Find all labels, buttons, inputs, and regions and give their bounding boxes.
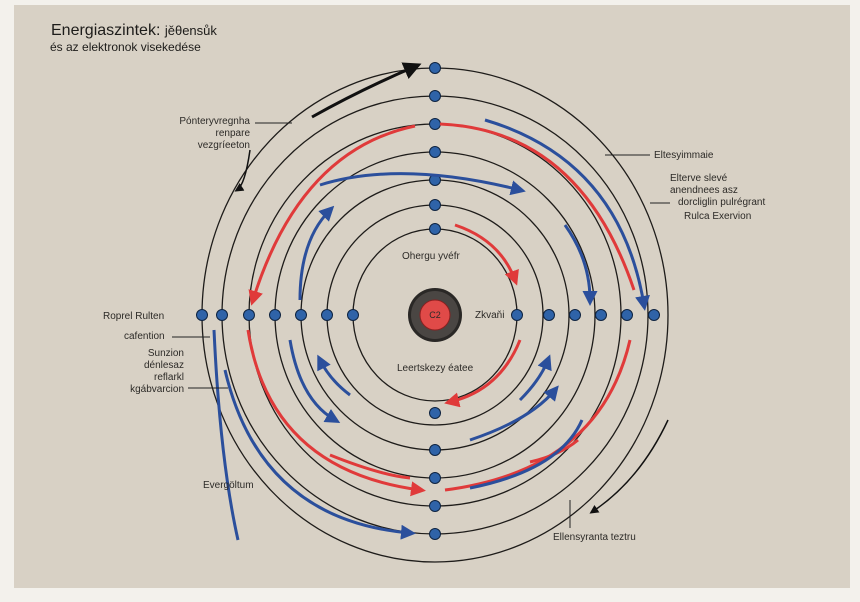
electron-dot — [569, 309, 581, 321]
electron-dot — [429, 528, 441, 540]
label-left-1: Roprel Rulten — [103, 311, 165, 322]
arrow-blue-10 — [317, 354, 351, 397]
electron-dot — [429, 223, 441, 235]
electron-dot — [648, 309, 660, 321]
electron-dot — [511, 309, 523, 321]
arrow-blue-1 — [484, 118, 650, 311]
electron-dot — [429, 62, 441, 74]
electron-dot — [295, 309, 307, 321]
title: Energiaszintek: jěθensůk — [51, 22, 217, 39]
label-inner-top: Ohergu yvéfr — [402, 251, 460, 262]
electron-dot — [429, 90, 441, 102]
label-inner-bottom: Leertskezy éatee — [397, 363, 474, 374]
electron-dot — [595, 309, 607, 321]
arrow-blue-11 — [518, 354, 552, 402]
arrow-blue-7 — [563, 224, 598, 306]
arrow-black-left — [234, 149, 251, 192]
electron-dot — [429, 500, 441, 512]
arrow-blue-4 — [212, 329, 240, 541]
arrow-red-1 — [248, 124, 416, 306]
arrow-red-8 — [529, 438, 579, 464]
arrow-red-3 — [246, 329, 426, 497]
arrow-red-5 — [454, 223, 519, 286]
electron-dot — [269, 309, 281, 321]
electron-dot — [216, 309, 228, 321]
arrow-blue-8 — [288, 339, 341, 423]
electron-dot — [621, 309, 633, 321]
arrow-black-right — [589, 419, 669, 514]
label-bottom-right: Ellensyranta teztru — [553, 532, 636, 543]
label-left-2: cafention — [124, 331, 165, 342]
nucleus — [408, 288, 462, 342]
arrow-black-top — [311, 62, 422, 119]
label-bottom-left: Evergöltum — [203, 480, 254, 491]
electron-dot — [429, 472, 441, 484]
electron-dot — [196, 309, 208, 321]
arrow-blue-3 — [298, 205, 335, 301]
arrow-red-2 — [439, 122, 636, 291]
subtitle: és az elektronok visekedése — [50, 40, 201, 54]
electron-dot — [543, 309, 555, 321]
electron-dot — [429, 444, 441, 456]
nucleus-label: C2 — [429, 310, 441, 320]
electron-dot — [429, 118, 441, 130]
label-inner-right: Zkvaňi — [475, 310, 505, 321]
electron-dot — [429, 199, 441, 211]
electron-dot — [321, 309, 333, 321]
arrow-red-6 — [444, 339, 522, 408]
label-right-1: Eltesyimmaie — [654, 150, 714, 161]
arrow-red-7 — [329, 453, 411, 480]
electron-dot — [347, 309, 359, 321]
electron-dot — [429, 407, 441, 419]
arrow-blue-6 — [469, 419, 584, 490]
label-right-3: Rulca Exervion — [684, 211, 752, 222]
electron-dot — [429, 146, 441, 158]
electron-dot — [243, 309, 255, 321]
arrow-blue-9 — [469, 385, 559, 442]
arrow-blue-5 — [223, 369, 416, 540]
arrow-blue-2 — [319, 172, 526, 196]
